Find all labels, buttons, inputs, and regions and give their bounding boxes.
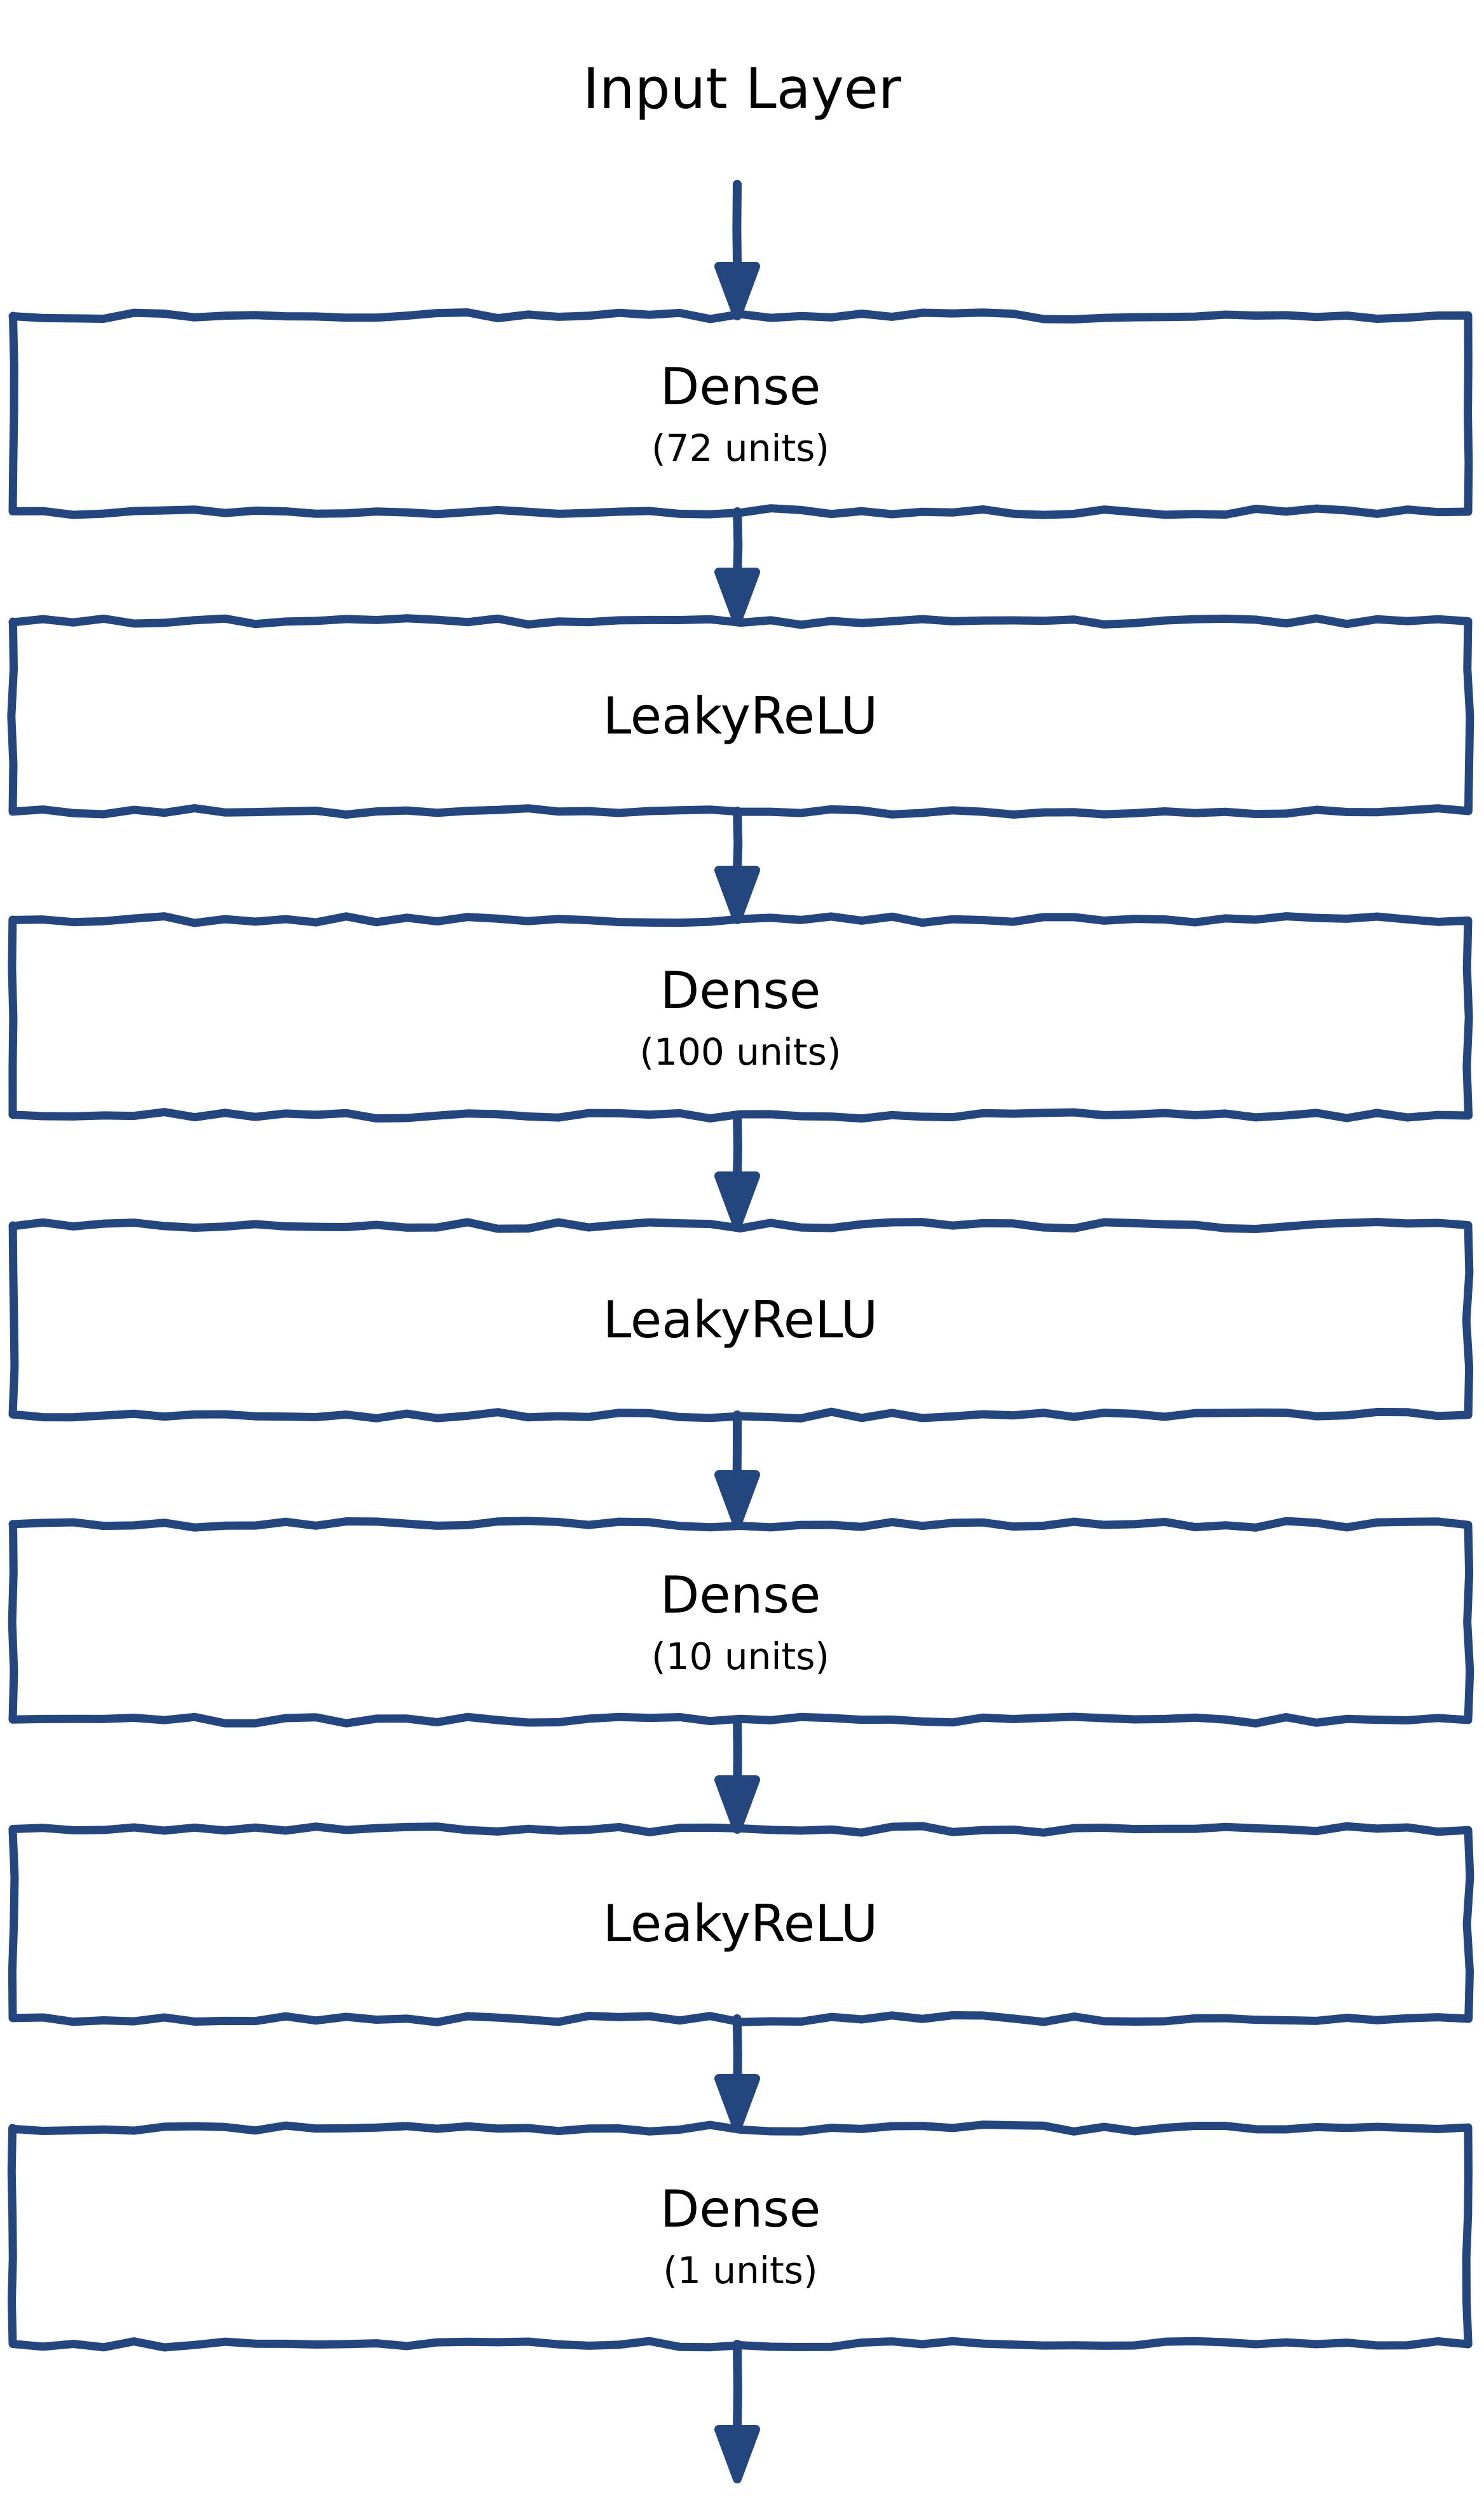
layer-units-4: (10 units) <box>651 1634 830 1678</box>
connector-arrow-2 <box>714 807 760 924</box>
layer-name-4: Dense <box>660 1565 821 1625</box>
layer-label-group-5: LeakyReLU <box>13 1829 1468 2019</box>
layer-name-1: LeakyReLU <box>602 686 878 746</box>
connector-arrow-1 <box>714 507 760 626</box>
layer-units-2: (100 units) <box>639 1030 841 1074</box>
connector-arrow-6 <box>714 2014 760 2133</box>
connector-arrow-4 <box>714 1410 760 1529</box>
connector-arrow-5 <box>714 1716 760 1834</box>
layer-name-5: LeakyReLU <box>602 1894 878 1953</box>
layer-label-group-0: Dense (72 units) <box>13 316 1468 512</box>
layer-name-2: Dense <box>660 960 821 1020</box>
layer-label-group-6: Dense (1 units) <box>13 2128 1468 2344</box>
layer-name-3: LeakyReLU <box>602 1290 878 1349</box>
connector-arrow-3 <box>714 1111 760 1230</box>
layer-label-group-3: LeakyReLU <box>13 1225 1468 1415</box>
connector-arrow-7 <box>714 2340 760 2483</box>
layer-units-6: (1 units) <box>663 2248 818 2292</box>
page-title: Input Layer <box>582 56 902 121</box>
connector-arrow-0 <box>714 180 760 320</box>
layer-name-0: Dense <box>660 357 821 416</box>
layer-label-group-4: Dense (10 units) <box>13 1524 1468 1720</box>
layer-label-group-2: Dense (100 units) <box>13 920 1468 1116</box>
layer-name-6: Dense <box>660 2179 821 2239</box>
layer-label-group-1: LeakyReLU <box>13 622 1468 811</box>
layer-units-0: (72 units) <box>651 426 830 470</box>
